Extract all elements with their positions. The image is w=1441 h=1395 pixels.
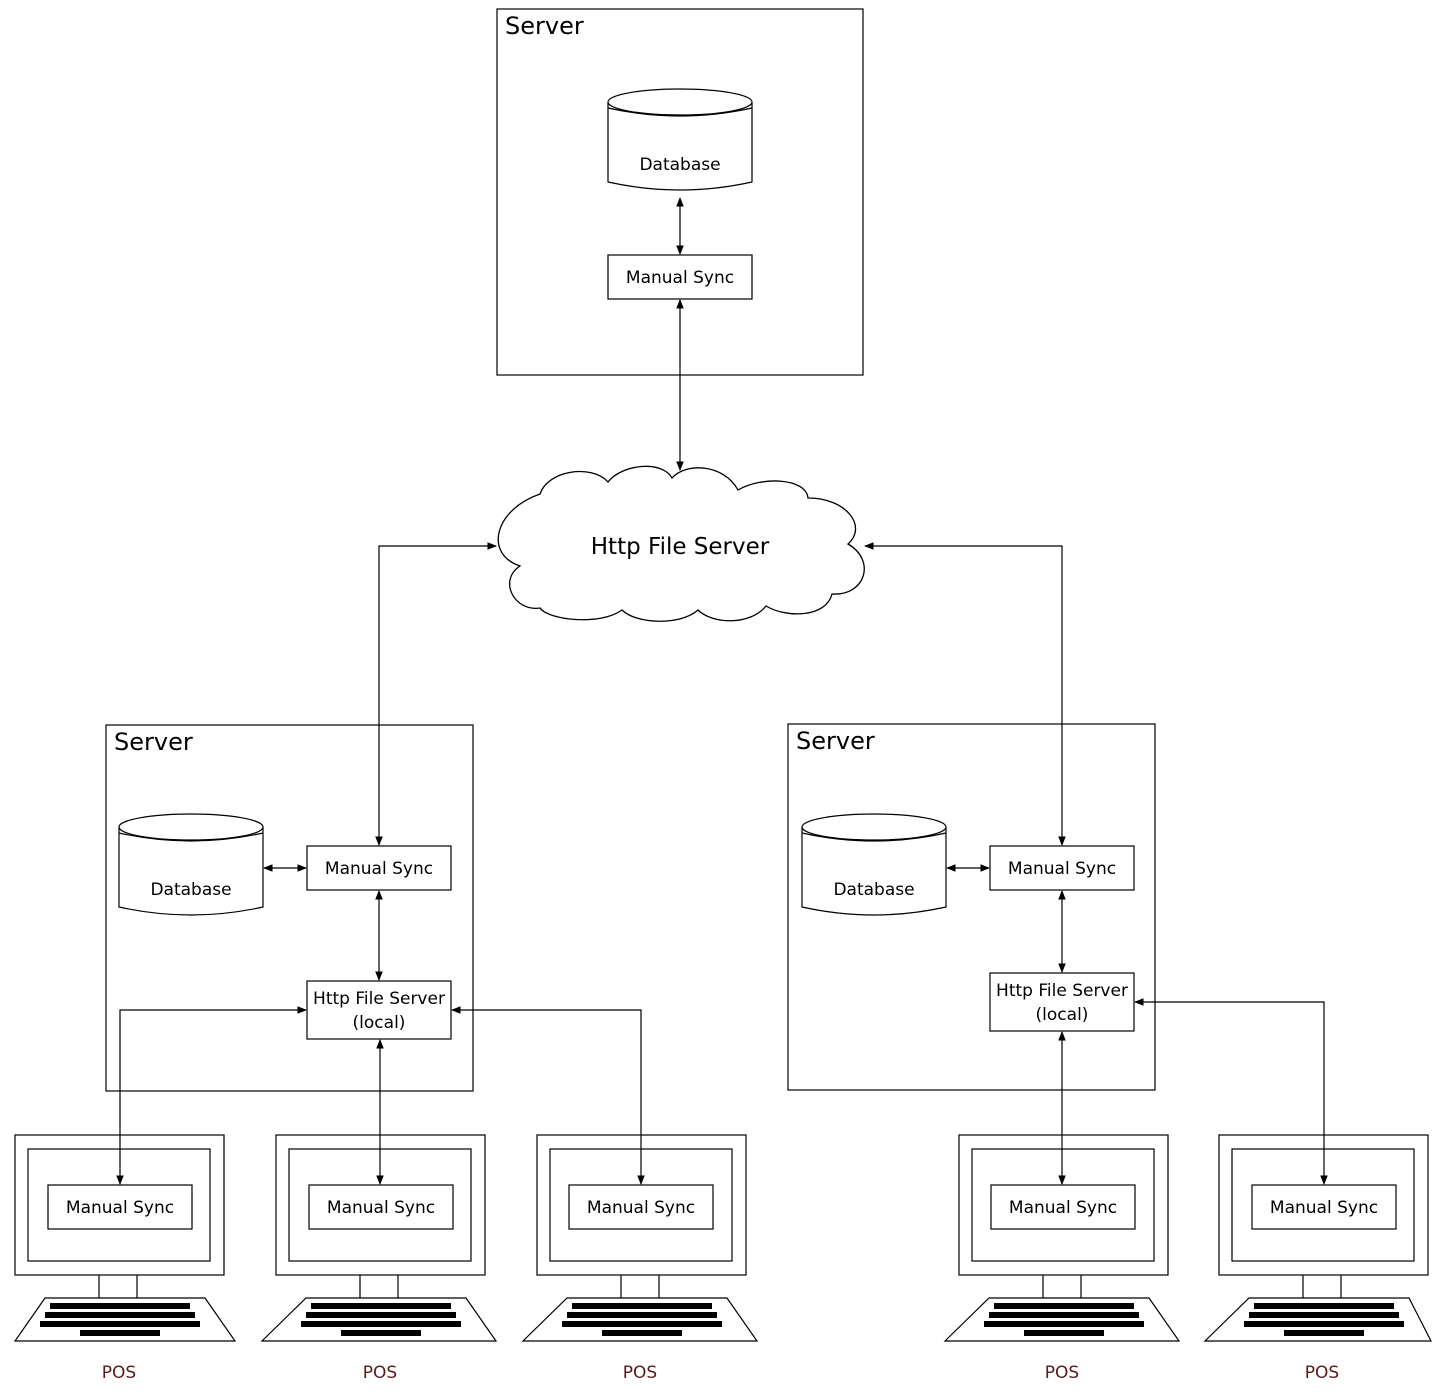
database-label: Database [639,155,720,175]
manual-sync-box [989,845,1135,891]
cloud-label: Http File Server [591,534,770,560]
manual-sync-box [308,1184,454,1230]
keyboard-keys [1244,1303,1404,1336]
cloud-shape [497,465,865,622]
manual-sync-box [47,1184,193,1230]
keyboard-keys [562,1303,722,1336]
pos-label: POS [1045,1363,1079,1383]
monitor-stand [359,1275,399,1298]
monitor-stand [98,1275,138,1298]
pos-terminal: Manual Sync POS [13,1134,237,1383]
pos-label: POS [363,1363,397,1383]
connector-lefthttp-pos1 [116,1006,307,1185]
left-server: Server Database Manual Sync Http File Se… [105,724,474,1092]
manual-sync-label: Manual Sync [325,859,433,879]
manual-sync-box [306,845,452,891]
manual-sync-label: Manual Sync [1270,1198,1378,1218]
http-file-server-local-box [989,972,1135,1032]
database-label: Database [150,880,231,900]
pos-terminal: Manual Sync POS [260,1134,498,1383]
http-local-line2: (local) [1036,1005,1089,1025]
server-title: Server [114,728,193,756]
right-server: Server Database Manual Sync Http File Se… [787,723,1156,1091]
pos-label: POS [1305,1363,1339,1383]
keyboard-keys [40,1303,200,1336]
manual-sync-box [568,1184,714,1230]
http-file-server-local-box [306,980,452,1040]
keyboard-keys [984,1303,1144,1336]
pos-label: POS [623,1363,657,1383]
http-file-server-cloud: Http File Server [497,465,865,622]
connector-lefthttp-pos3 [451,1006,645,1185]
manual-sync-label: Manual Sync [327,1198,435,1218]
pos-label: POS [102,1363,136,1383]
manual-sync-label: Manual Sync [587,1198,695,1218]
http-local-line2: (local) [353,1013,406,1033]
connector-cloud-leftsync [375,542,497,846]
server-title: Server [796,727,875,755]
database-cylinder: Database [801,813,947,916]
manual-sync-label: Manual Sync [1009,1198,1117,1218]
http-local-line1: Http File Server [313,989,445,1009]
manual-sync-label: Manual Sync [626,268,734,288]
manual-sync-box [607,254,753,300]
pos-terminal: Manual Sync POS [521,1134,759,1383]
database-label: Database [833,880,914,900]
keyboard-keys [301,1303,461,1336]
connectors [116,197,1328,1185]
server-title: Server [505,12,584,40]
manual-sync-label: Manual Sync [66,1198,174,1218]
pos-terminal: Manual Sync POS [943,1134,1181,1383]
manual-sync-box [990,1184,1136,1230]
top-server: Server Database Manual Sync [496,8,864,376]
manual-sync-box [1251,1184,1397,1230]
monitor-stand [1302,1275,1342,1298]
pos-terminal: Manual Sync POS [1203,1134,1432,1383]
connector-cloud-rightsync [864,542,1066,846]
connector-righthttp-pos5 [1134,998,1328,1185]
monitor-stand [620,1275,660,1298]
manual-sync-label: Manual Sync [1008,859,1116,879]
http-local-line1: Http File Server [996,981,1128,1001]
database-cylinder: Database [607,88,753,191]
monitor-stand [1042,1275,1082,1298]
database-cylinder: Database [118,813,264,916]
